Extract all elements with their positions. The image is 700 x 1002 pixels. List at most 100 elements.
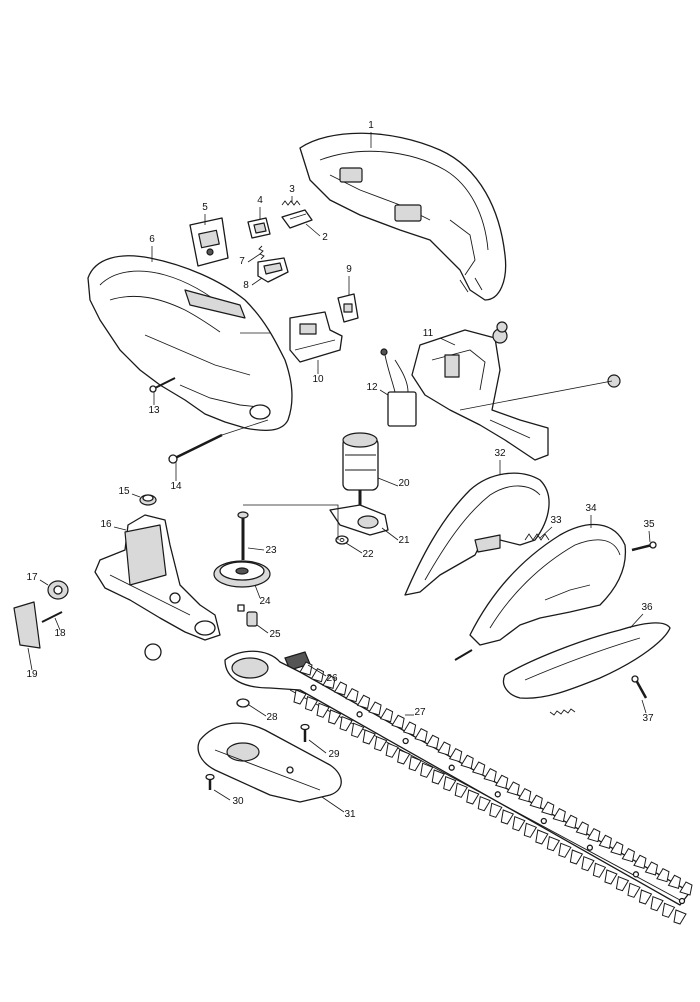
blade-tooth-top bbox=[333, 681, 348, 696]
callout-leader-36 bbox=[629, 613, 644, 629]
part-6-housing-left bbox=[87, 255, 293, 432]
callout-leader-31 bbox=[321, 796, 345, 813]
callout-leader-18 bbox=[54, 617, 61, 631]
part-13-screw bbox=[149, 377, 176, 393]
callout-label-20: 20 bbox=[398, 478, 410, 489]
blade-tooth-top bbox=[322, 674, 336, 689]
blade-tooth-bottom bbox=[489, 802, 503, 818]
callout-label-6: 6 bbox=[149, 234, 155, 245]
callout-leader-15 bbox=[131, 493, 141, 498]
callout-leader-22 bbox=[345, 542, 363, 554]
blade-tooth-top bbox=[564, 814, 578, 829]
callout-label-19: 19 bbox=[26, 669, 38, 680]
blade-tooth-bottom bbox=[615, 875, 630, 892]
callout-label-18: 18 bbox=[54, 628, 66, 639]
callout-leader-35 bbox=[648, 530, 651, 543]
callout-label-3: 3 bbox=[289, 184, 295, 195]
callout-label-1: 1 bbox=[368, 120, 374, 131]
part-7-spring bbox=[258, 245, 265, 260]
blade-tooth-bottom bbox=[397, 749, 411, 765]
blade-tooth-bottom bbox=[293, 689, 307, 705]
blade-tooth-bottom bbox=[339, 715, 353, 732]
blade-tooth-top bbox=[345, 688, 359, 703]
blade-rivet bbox=[632, 871, 640, 878]
blade-tooth-bottom bbox=[431, 769, 445, 785]
callout-label-11: 11 bbox=[423, 328, 434, 339]
callout-label-25: 25 bbox=[269, 629, 281, 640]
blade-teeth bbox=[293, 661, 693, 925]
blade-tooth-bottom bbox=[477, 795, 491, 812]
blade-tooth-bottom bbox=[408, 755, 422, 772]
part-16-gear-housing bbox=[94, 514, 221, 641]
blade-tooth-bottom bbox=[327, 709, 342, 725]
blade-tooth-top bbox=[414, 728, 428, 743]
blade-tooth-bottom bbox=[661, 902, 676, 918]
blade-tooth-top bbox=[402, 721, 417, 736]
callout-leader-12 bbox=[379, 389, 389, 396]
part-4-lock-button bbox=[247, 217, 271, 239]
part-25-bushing bbox=[237, 604, 258, 627]
part-22-washer bbox=[335, 535, 349, 545]
callout-label-10: 10 bbox=[312, 374, 324, 385]
callout-leader-29 bbox=[308, 739, 327, 754]
callout-leader-21 bbox=[381, 527, 399, 541]
blade-tooth-top bbox=[598, 834, 612, 849]
blade-tooth-bottom bbox=[650, 895, 664, 912]
callout-leader-33 bbox=[539, 526, 553, 539]
blade-tooth-bottom bbox=[362, 729, 376, 745]
blade-tooth-top bbox=[644, 861, 659, 876]
blade-rivet bbox=[678, 897, 686, 905]
callout-leader-23 bbox=[247, 547, 265, 551]
callout-label-8: 8 bbox=[243, 280, 249, 291]
callout-label-16: 16 bbox=[100, 519, 112, 530]
part-34-handle-cover bbox=[469, 523, 627, 646]
part-30-screw bbox=[205, 773, 215, 790]
callout-label-9: 9 bbox=[346, 264, 352, 275]
part-21-motor-plate bbox=[329, 504, 389, 536]
blade-tooth-top bbox=[483, 768, 497, 783]
callout-label-23: 23 bbox=[265, 545, 277, 556]
part-10-switch-contact bbox=[289, 311, 343, 363]
callout-label-22: 22 bbox=[362, 549, 374, 560]
loose-nut-2 bbox=[607, 374, 621, 388]
assembly-lines bbox=[221, 332, 613, 540]
callout-label-24: 24 bbox=[259, 596, 271, 607]
callout-label-36: 36 bbox=[641, 602, 653, 613]
blade-tooth-top bbox=[460, 754, 474, 769]
blade-tooth-bottom bbox=[374, 735, 388, 752]
blade-tooth-top bbox=[667, 874, 682, 889]
callout-label-21: 21 bbox=[398, 535, 410, 546]
callout-label-32: 32 bbox=[494, 448, 506, 459]
callout-label-2: 2 bbox=[322, 232, 328, 243]
blade-tooth-top bbox=[656, 868, 670, 883]
part-32-front-handle bbox=[404, 472, 550, 596]
blade-tooth-top bbox=[529, 794, 543, 809]
blade-tooth-bottom bbox=[466, 789, 480, 805]
part-20-motor bbox=[342, 432, 379, 505]
callout-label-26: 26 bbox=[326, 673, 338, 684]
callout-leader-24 bbox=[254, 584, 261, 599]
callout-label-27: 27 bbox=[414, 707, 426, 718]
blade-rivet bbox=[586, 844, 594, 851]
part-18-screw bbox=[41, 611, 63, 623]
callout-label-14: 14 bbox=[170, 481, 182, 492]
blade-rivet bbox=[402, 737, 409, 745]
blade-tooth-bottom bbox=[535, 829, 549, 845]
blade-tooth-bottom bbox=[454, 782, 468, 798]
blade-rivet bbox=[448, 764, 455, 771]
callout-leader-2 bbox=[305, 223, 321, 237]
part-23-shaft bbox=[237, 511, 249, 560]
part-24-gear bbox=[213, 560, 271, 588]
part-28-washer bbox=[236, 698, 250, 708]
blade-tooth-bottom bbox=[304, 695, 319, 712]
callout-leader-7 bbox=[247, 253, 261, 263]
blade-tooth-bottom bbox=[546, 835, 561, 852]
part-36-hand-guard bbox=[502, 622, 671, 699]
blade-tooth-top bbox=[379, 708, 394, 723]
part-grommet-loose bbox=[144, 643, 162, 661]
blade-tooth-top bbox=[541, 801, 555, 816]
blade-tooth-top bbox=[425, 734, 440, 749]
blade-tooth-top bbox=[610, 841, 624, 856]
part-15-cap bbox=[139, 494, 157, 506]
